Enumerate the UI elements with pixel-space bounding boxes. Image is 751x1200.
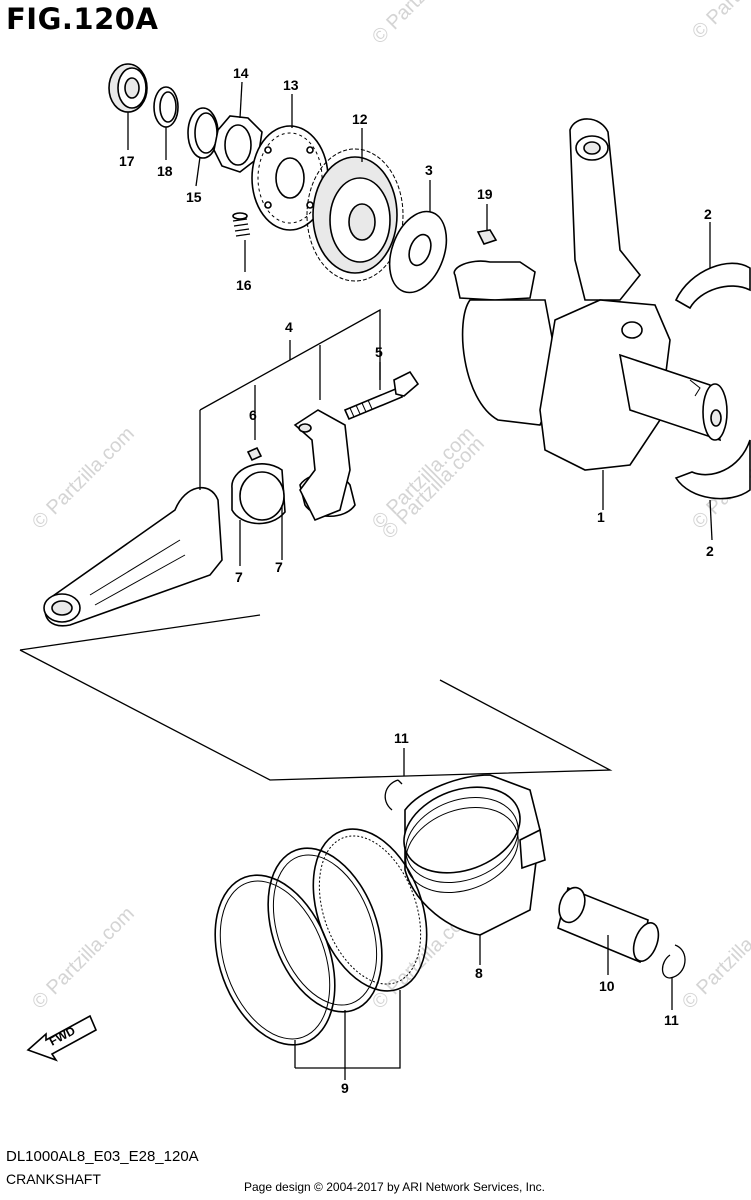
watermark: © Partzilla.com (28, 423, 139, 534)
callout-13: 13 (283, 77, 299, 93)
part-11-circlip-a[interactable] (384, 779, 403, 811)
callout-19: 19 (477, 186, 493, 202)
part-2-bearing-lower[interactable] (674, 439, 751, 500)
rings-bracket (294, 990, 401, 1069)
callout-8: 8 (475, 965, 483, 981)
part-11-circlip-b[interactable] (661, 944, 686, 979)
part-19-key[interactable] (476, 229, 498, 245)
callout-14: 14 (233, 65, 249, 81)
part-1-crankshaft[interactable] (453, 118, 728, 471)
callout-4: 4 (285, 319, 293, 335)
part-13-gear[interactable] (251, 125, 329, 231)
fwd-arrow-icon: FWD (26, 1014, 98, 1062)
callout-2: 2 (706, 543, 714, 559)
copyright-credit: Page design © 2004-2017 by ARI Network S… (244, 1180, 546, 1194)
watermark: © Partzilla.com (368, 423, 479, 534)
piston-group-outline (19, 614, 613, 781)
part-16-spring[interactable] (232, 212, 251, 237)
callout-18: 18 (157, 163, 173, 179)
callout-12: 12 (352, 111, 368, 127)
part-5-bolt[interactable] (343, 370, 420, 421)
callout-11: 11 (664, 1012, 679, 1028)
callout-6: 6 (249, 407, 257, 423)
part-6-dowel-pin[interactable] (246, 446, 263, 462)
callout-numbers: 1 2 2 3 4 5 6 7 7 8 9 10 11 11 12 13 14 … (119, 65, 714, 1096)
part-10-piston-pin[interactable] (555, 884, 664, 965)
part-2-bearing-upper[interactable] (674, 262, 751, 310)
section-name: CRANKSHAFT (6, 1171, 101, 1187)
callout-3: 3 (425, 162, 433, 178)
callout-1: 1 (597, 509, 605, 525)
assembly-4-outline (199, 308, 381, 490)
figure-title: FIG.120A (6, 2, 159, 36)
part-9-piston-rings[interactable] (193, 813, 447, 1061)
connecting-rod[interactable] (43, 486, 223, 627)
callout-2: 2 (704, 206, 712, 222)
part-8-piston[interactable] (392, 772, 546, 936)
callout-10: 10 (599, 978, 615, 994)
model-code: DL1000AL8_E03_E28_120A (6, 1148, 199, 1165)
leader-lines (127, 81, 713, 1080)
callout-5: 5 (375, 344, 383, 360)
watermarks: © Partzilla.com © Partzilla.com © Partzi… (28, 0, 751, 1014)
watermark: © Partzilla.com (678, 903, 751, 1014)
watermark: © Partzilla.com (28, 903, 139, 1014)
watermark: © Partzilla.com (368, 0, 479, 49)
part-12-primary-gear[interactable] (306, 148, 404, 282)
part-17-nut[interactable] (108, 63, 148, 113)
part-7-bearing-a[interactable] (231, 463, 286, 525)
watermark: © Partzilla.com (688, 0, 751, 44)
callout-17: 17 (119, 153, 135, 169)
callout-16: 16 (236, 277, 252, 293)
rod-cap[interactable] (293, 409, 351, 522)
watermark: © Partzilla.com (378, 433, 489, 544)
part-3-thrust-washer[interactable] (379, 204, 457, 301)
callout-7: 7 (275, 559, 283, 575)
callout-15: 15 (186, 189, 202, 205)
callout-9: 9 (341, 1080, 349, 1096)
callout-7: 7 (235, 569, 243, 585)
callout-11: 11 (394, 730, 409, 746)
part-18-washer[interactable] (153, 86, 179, 128)
